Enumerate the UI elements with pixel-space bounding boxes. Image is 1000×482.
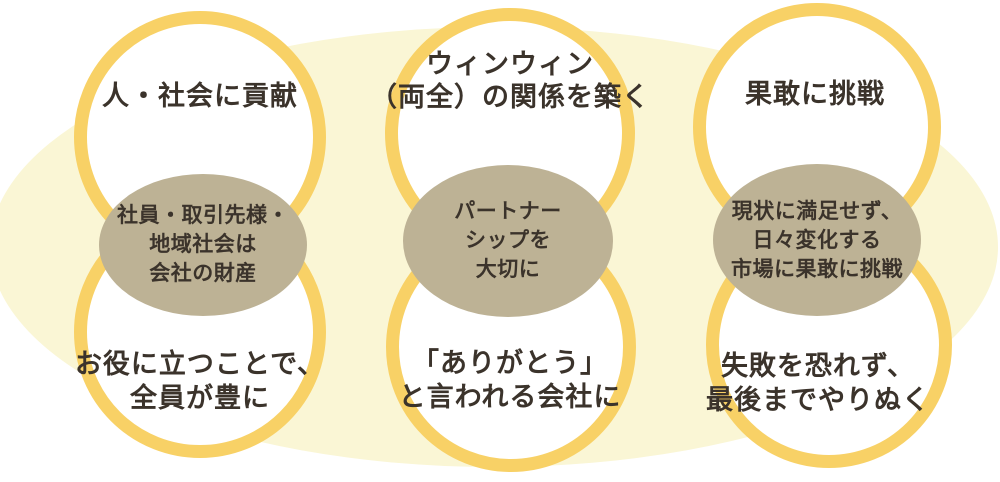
- label-line: 日々変化する: [752, 229, 882, 252]
- label-line: 最後までやりぬく: [706, 385, 930, 415]
- label-line: 失敗を恐れず、: [720, 351, 916, 381]
- challenge-overlap-label: 現状に満足せず、 日々変化する 市場に果敢に挑戦: [677, 197, 957, 284]
- label-line: 地域社会は: [149, 233, 257, 256]
- label-line: 全員が豊に: [130, 383, 270, 413]
- winwin-overlap-label: パートナー シップを 大切に: [368, 197, 648, 284]
- label-line: 会社の財産: [149, 262, 257, 285]
- winwin-bottom-label: 「ありがとう」 と言われる会社に: [370, 346, 650, 414]
- label-line: 果敢に挑戦: [745, 79, 885, 109]
- label-line: シップを: [465, 229, 551, 252]
- label-line: （両全）の関係を築く: [370, 82, 650, 112]
- winwin-top-label: ウィンウィン （両全）の関係を築く: [370, 48, 650, 114]
- contribution-overlap-label: 社員・取引先様・ 地域社会は 会社の財産: [63, 201, 343, 288]
- label-line: お役に立つことで、: [74, 349, 326, 379]
- contribution-bottom-label: お役に立つことで、 全員が豊に: [60, 347, 340, 415]
- challenge-overlap-ellipse: [713, 164, 921, 316]
- label-line: 人・社会に貢献: [102, 81, 298, 111]
- label-line: 社員・取引先様・: [117, 204, 289, 227]
- label-line: ウィンウィン: [426, 49, 594, 79]
- challenge-top-label: 果敢に挑戦: [675, 78, 955, 111]
- label-line: 大切に: [475, 258, 541, 281]
- label-line: 市場に果敢に挑戦: [731, 258, 903, 281]
- label-line: と言われる会社に: [398, 382, 622, 412]
- winwin-overlap-ellipse: [403, 165, 613, 317]
- contribution-overlap-ellipse: [99, 174, 307, 316]
- contribution-top-label: 人・社会に貢献: [60, 80, 340, 113]
- label-line: パートナー: [454, 200, 562, 223]
- label-line: 現状に満足せず、: [731, 200, 903, 223]
- challenge-bottom-label: 失敗を恐れず、 最後までやりぬく: [678, 349, 958, 417]
- label-line: 「ありがとう」: [412, 348, 608, 378]
